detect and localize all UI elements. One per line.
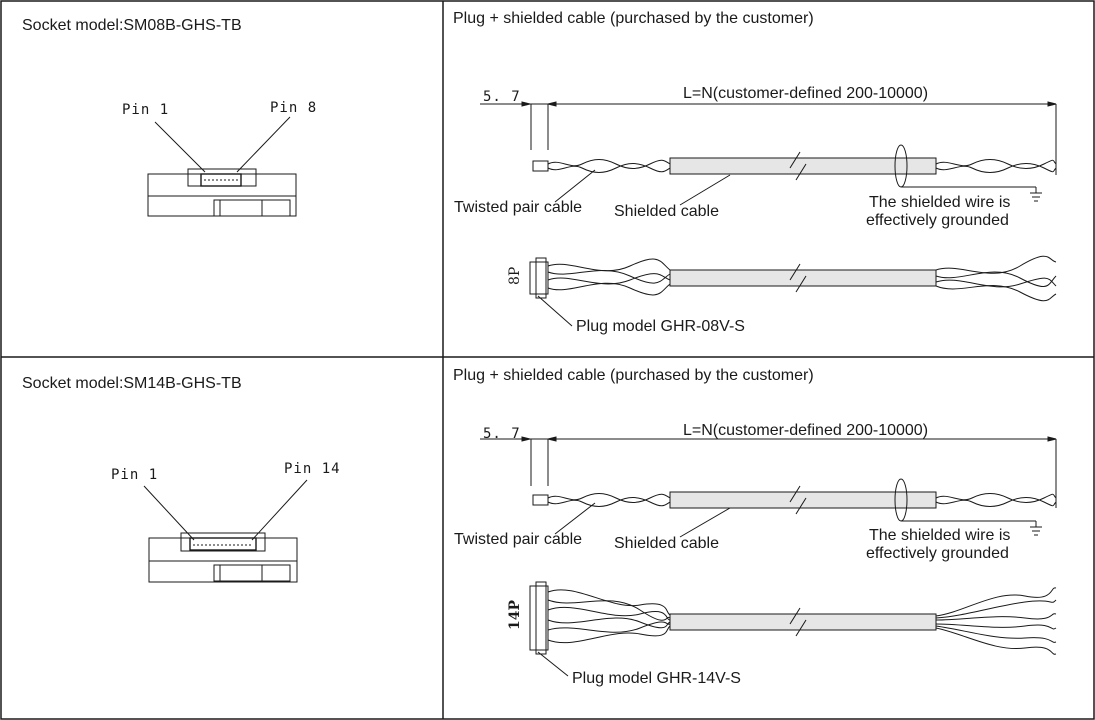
plug-model-label: Plug model GHR-14V-S	[572, 670, 741, 687]
pin-first-label: Pin 1	[111, 467, 159, 483]
twisted-pair-label: Twisted pair cable	[454, 531, 583, 548]
ground-label-line1: The shielded wire is	[869, 194, 1011, 211]
twisted-pair-label: Twisted pair cable	[454, 199, 583, 216]
cable-header: Plug + shielded cable (purchased by the …	[453, 367, 814, 384]
plug-model-label: Plug model GHR-08V-S	[576, 318, 745, 335]
pin-last-label: Pin 8	[270, 100, 318, 116]
pin-first-label: Pin 1	[122, 102, 170, 118]
dimension-small: 5. 7	[483, 426, 521, 442]
shielded-cable-label: Shielded cable	[614, 203, 719, 220]
dimension-small: 5. 7	[483, 89, 521, 105]
dimension-length: L=N(customer-defined 200-10000)	[683, 85, 929, 102]
socket-model-label: Socket model:SM08B-GHS-TB	[22, 17, 242, 34]
cable-header: Plug + shielded cable (purchased by the …	[453, 10, 814, 27]
ground-label-line2: effectively grounded	[866, 212, 1009, 229]
ground-label-line1: The shielded wire is	[869, 527, 1011, 544]
socket-model-label: Socket model:SM14B-GHS-TB	[22, 375, 242, 392]
dimension-length: L=N(customer-defined 200-10000)	[683, 422, 929, 439]
shielded-cable-label: Shielded cable	[614, 535, 719, 552]
ground-label-line2: effectively grounded	[866, 545, 1009, 562]
pin-last-label: Pin 14	[284, 461, 341, 477]
